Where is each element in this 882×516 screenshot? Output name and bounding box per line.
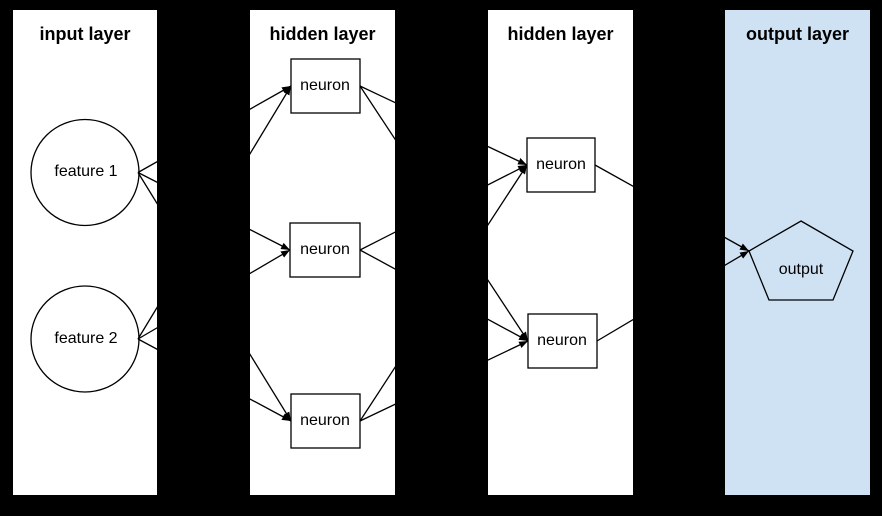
panel-title-input-layer: input layer [39, 24, 131, 44]
edges-group [137, 85, 750, 422]
panel-output-layer: output layer [725, 10, 870, 495]
node-label-feature-1: feature 1 [54, 163, 118, 180]
node-label-hidden1-neuron3: neuron [300, 412, 350, 429]
node-label-hidden2-neuron2: neuron [537, 332, 587, 349]
panel-title-hidden-layer-1: hidden layer [269, 24, 376, 44]
panel-title-hidden-layer-2: hidden layer [507, 24, 614, 44]
node-label-hidden1-neuron2: neuron [300, 241, 350, 258]
panel-hidden-layer-2: hidden layer [488, 10, 633, 495]
panel-title-output-layer: output layer [745, 24, 849, 44]
panel-input-layer: input layer [13, 10, 157, 495]
node-label-hidden1-neuron1: neuron [300, 77, 350, 94]
node-label-feature-2: feature 2 [54, 330, 118, 347]
node-label-hidden2-neuron1: neuron [536, 156, 586, 173]
node-label-output: output [778, 261, 824, 278]
